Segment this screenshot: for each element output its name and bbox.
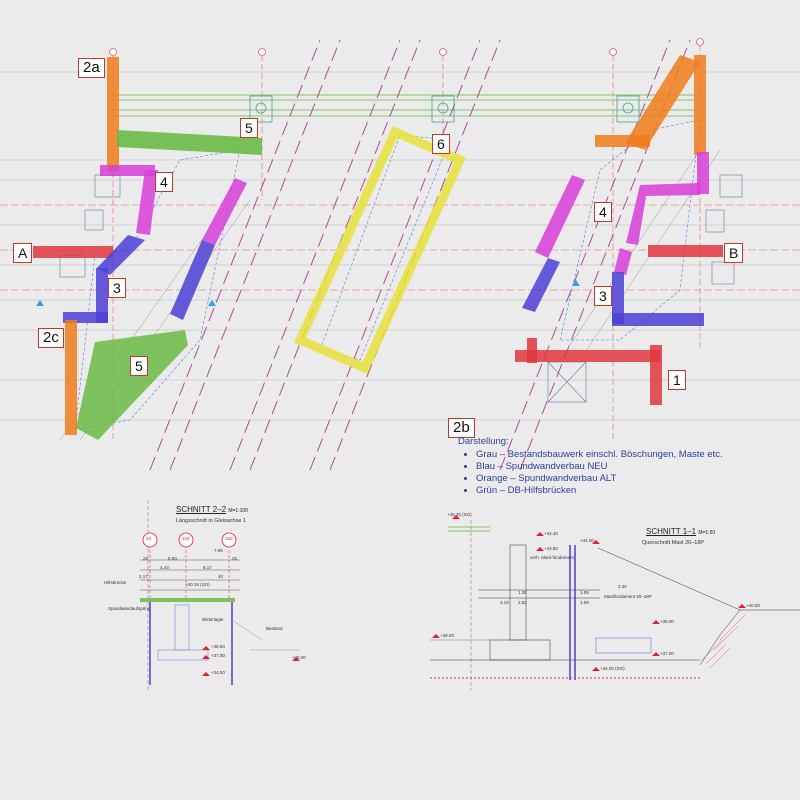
legend-item: Grün – DB-Hilfsbrücken: [476, 485, 723, 497]
wall-2c-orange: [65, 320, 77, 435]
level-3660: +36.60: [211, 644, 225, 649]
callout-6: 6: [432, 134, 450, 154]
level-3400-so: +34.00 (SO): [600, 666, 625, 671]
wall-1-red-v: [650, 345, 662, 405]
wall-3-left-blue-d: [97, 235, 145, 275]
level-4000: +40.00: [746, 603, 760, 608]
level-3800: +38.00: [440, 633, 454, 638]
callout-2a: 2a: [78, 58, 105, 78]
section-1-1-title-text: SCHNITT 1–1: [646, 527, 697, 536]
dim-443: 4.43: [160, 565, 169, 570]
wall-1-red-h: [515, 350, 660, 362]
direction-arrows: [36, 280, 580, 306]
legend-item: Blau – Spundwandverbau NEU: [476, 461, 723, 473]
axis-label-15d: 15d: [225, 536, 233, 541]
label-widerlager: Widerlager: [202, 617, 224, 622]
wall-2b-orange-h: [595, 135, 650, 147]
level-4525: +45.25 (SO): [447, 512, 472, 517]
wall-2a-orange: [107, 57, 119, 172]
dim-340: 3.40: [618, 584, 627, 589]
label-mastfundament-2018p: Mastfundament 20–18P: [604, 594, 652, 599]
label-spundwandaufspring: Spundwandaufspring: [108, 606, 151, 611]
level-3700: +37.00: [660, 651, 674, 656]
level-3600: +36.00: [292, 655, 306, 660]
legend-title: Darstellung:: [458, 436, 509, 447]
wall-5-bottom-green: [76, 330, 188, 440]
dim-319: 3.19: [500, 600, 509, 605]
label-verh-mastfundament: verh. Mast-fundament: [530, 555, 574, 560]
section-1-1-scale: M=1:50: [698, 530, 716, 536]
legend-list: Grau – Bestandsbauwerk einschl. Böschung…: [458, 449, 723, 497]
wall-2b-orange-diag: [625, 55, 700, 150]
level-4400: +44.00: [580, 538, 594, 543]
level-4440: +44.40: [544, 531, 558, 536]
wall-4-right-magenta-small: [614, 248, 632, 275]
callout-2c: 2c: [38, 328, 64, 348]
wall-4-left-magenta-d: [136, 170, 158, 235]
dim-282: 2.82: [518, 600, 527, 605]
wall-3-left-blue-v: [96, 268, 108, 323]
callout-3-left: 3: [108, 278, 126, 298]
section-2-2-title-text: SCHNITT 2–2: [176, 505, 227, 514]
dim-25-left: 25: [143, 556, 149, 561]
dim-109-bottom: 1.09: [580, 600, 589, 605]
callout-4-left: 4: [155, 172, 173, 192]
section-2-2-subtitle: Längsschnitt in Gleisachse 1: [176, 518, 247, 524]
wall-1-red-v2: [527, 338, 537, 363]
level-4018: +40.18 (SO): [185, 582, 210, 587]
axis-label-5d: 5d: [146, 536, 152, 541]
dim-795: 7.95: [214, 548, 223, 553]
wall-B-red: [648, 245, 723, 257]
callout-A: A: [13, 243, 33, 263]
legend-item: Grau – Bestandsbauwerk einschl. Böschung…: [476, 449, 723, 461]
dim-130: 1.30: [518, 590, 527, 595]
dim-25-right: 25: [232, 556, 238, 561]
wall-4-right-magenta-d: [626, 183, 700, 245]
wall-3-right-blue-v: [612, 272, 624, 324]
legend: Darstellung: Grau – Bestandsbauwerk eins…: [458, 436, 723, 497]
dim-600: 6.00: [168, 556, 177, 561]
dim-109-top: 1.09: [580, 590, 589, 595]
wall-4-left-magenta-h: [100, 165, 155, 176]
callout-B: B: [724, 243, 744, 263]
wall-4-right-magenta-diag: [535, 175, 585, 258]
axis-label-10d: 10d: [182, 536, 190, 541]
callout-1: 1: [668, 370, 686, 390]
pier-markers: [249, 95, 640, 123]
axis-bubbles: [109, 38, 704, 56]
callout-5-bottom: 5: [130, 356, 148, 376]
bridge-rails: [110, 94, 700, 117]
wall-3-right-blue-d: [522, 258, 560, 312]
wall-4-mid-magenta: [202, 178, 247, 245]
level-3400: +34.00: [211, 670, 225, 675]
callout-2b: 2b: [448, 418, 475, 438]
level-3700: +37.00: [211, 653, 225, 658]
callout-5-top: 5: [240, 118, 258, 138]
wall-2b-orange-v: [694, 55, 706, 155]
section-1-1-subtitle: Querschnitt Mast 20–18P: [642, 540, 705, 546]
section-2-2-scale: M=1:100: [228, 508, 248, 514]
dim-517: 5.17: [203, 565, 212, 570]
callout-3-right: 3: [594, 286, 612, 306]
level-4360: +43.60: [544, 546, 558, 551]
wall-5-top-green: [117, 130, 262, 155]
legend-item: Orange – Spundwandverbau ALT: [476, 473, 723, 485]
callout-4-right: 4: [594, 202, 612, 222]
dim-217: 2.17: [139, 574, 148, 579]
wall-2c-blue-h: [63, 312, 108, 323]
wall-A-red: [33, 246, 113, 258]
section-2-2-title: SCHNITT 2–2 M=1:100: [176, 505, 248, 514]
dim-40: 40: [218, 574, 224, 579]
level-3900: +39.00: [660, 619, 674, 624]
section-1-1-title: SCHNITT 1–1 M=1:50: [646, 527, 715, 536]
label-hilfsbruecke: Hilfsbrücke: [104, 580, 127, 585]
label-bestand: Bestand: [266, 626, 283, 631]
wall-3-right-blue-h: [612, 313, 704, 326]
wall-3-mid-blue: [170, 240, 215, 320]
